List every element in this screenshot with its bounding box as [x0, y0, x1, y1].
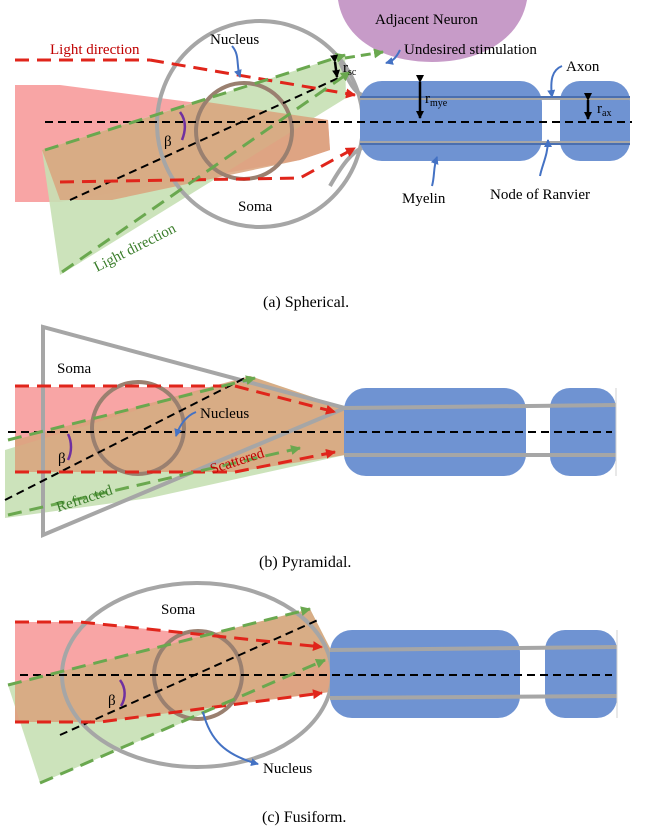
- r-sc-label: rsc: [343, 60, 357, 78]
- nucleus-pointer-c: [202, 711, 259, 767]
- axon-line-c-bottom: [329, 694, 618, 700]
- tilted-axis: [69, 74, 346, 201]
- node-pointer: [539, 139, 552, 177]
- beta-label: β: [164, 134, 172, 150]
- undesired-pointer: [385, 49, 401, 65]
- soma-label-c: Soma: [161, 602, 196, 618]
- caption-a: (a) Spherical.: [263, 294, 349, 311]
- light-direction-red-label: Light direction: [50, 42, 140, 58]
- myelin-segment-b1: [344, 388, 526, 476]
- tilted-axis-c: [59, 619, 319, 736]
- red-ray-b-bottom: [15, 448, 336, 474]
- green-ray-c-bottom: [39, 658, 326, 785]
- soma-neck-top: [338, 61, 363, 97]
- beta-label-c: β: [108, 693, 116, 709]
- adjacent-neuron-label: Adjacent Neuron: [375, 12, 478, 28]
- green-ray-top: [44, 52, 346, 152]
- adjacent-neuron-shape: [338, 0, 527, 62]
- caption-c: (c) Fusiform.: [262, 809, 346, 826]
- red-ray-b-top: [15, 384, 336, 415]
- panel-fusiform: Soma β Nucleus (c) Fusiform.: [7, 581, 618, 826]
- myelin-pointer: [430, 156, 439, 187]
- nucleus-outline-b: [90, 380, 186, 476]
- r-ax-label: rax: [597, 101, 611, 119]
- axon-pointer: [547, 65, 563, 98]
- soma-label: Soma: [238, 199, 273, 215]
- overlap-area: [42, 101, 330, 200]
- axon-line-c-top: [329, 645, 618, 652]
- soma-label-b: Soma: [57, 361, 92, 377]
- green-ray-b-bottom: [7, 445, 301, 517]
- axon-line-b-top: [343, 403, 617, 410]
- nucleus-label-b: Nucleus: [200, 406, 249, 422]
- red-ray-c-bottom: [15, 689, 323, 724]
- r-sc-arrow: [330, 54, 341, 78]
- axon-label: Axon: [566, 59, 600, 75]
- r-mye-label: rmye: [425, 91, 448, 109]
- overlap-area-c: [15, 609, 330, 722]
- caption-b: (b) Pyramidal.: [259, 554, 351, 571]
- nucleus-label-c: Nucleus: [263, 761, 312, 777]
- green-ray-top-cont: [344, 48, 384, 60]
- node-of-ranvier-label: Node of Ranvier: [490, 187, 590, 203]
- beta-label-b: β: [58, 451, 66, 467]
- nucleus-label: Nucleus: [210, 32, 259, 48]
- red-ray-top: [149, 58, 356, 99]
- nucleus-pointer-b: [174, 411, 197, 437]
- panel-pyramidal: Soma Nucleus β Scattered Refracted (b) P…: [4, 324, 617, 571]
- red-ray-c-top: [15, 620, 323, 652]
- green-ray-c-top: [7, 606, 311, 687]
- myelin-label: Myelin: [402, 191, 446, 207]
- beta-arc-b: [66, 433, 73, 461]
- soma-neck-bottom: [328, 146, 363, 187]
- beta-arc-c: [118, 679, 126, 707]
- panel-spherical: Light direction Light direction Nucleus …: [15, 0, 632, 311]
- beta-arc: [178, 111, 186, 141]
- tilted-axis-b: [4, 377, 246, 501]
- undesired-stimulation-label: Undesired stimulation: [404, 42, 537, 58]
- nucleus-pointer: [231, 45, 242, 78]
- green-ray-bottom: [61, 70, 351, 274]
